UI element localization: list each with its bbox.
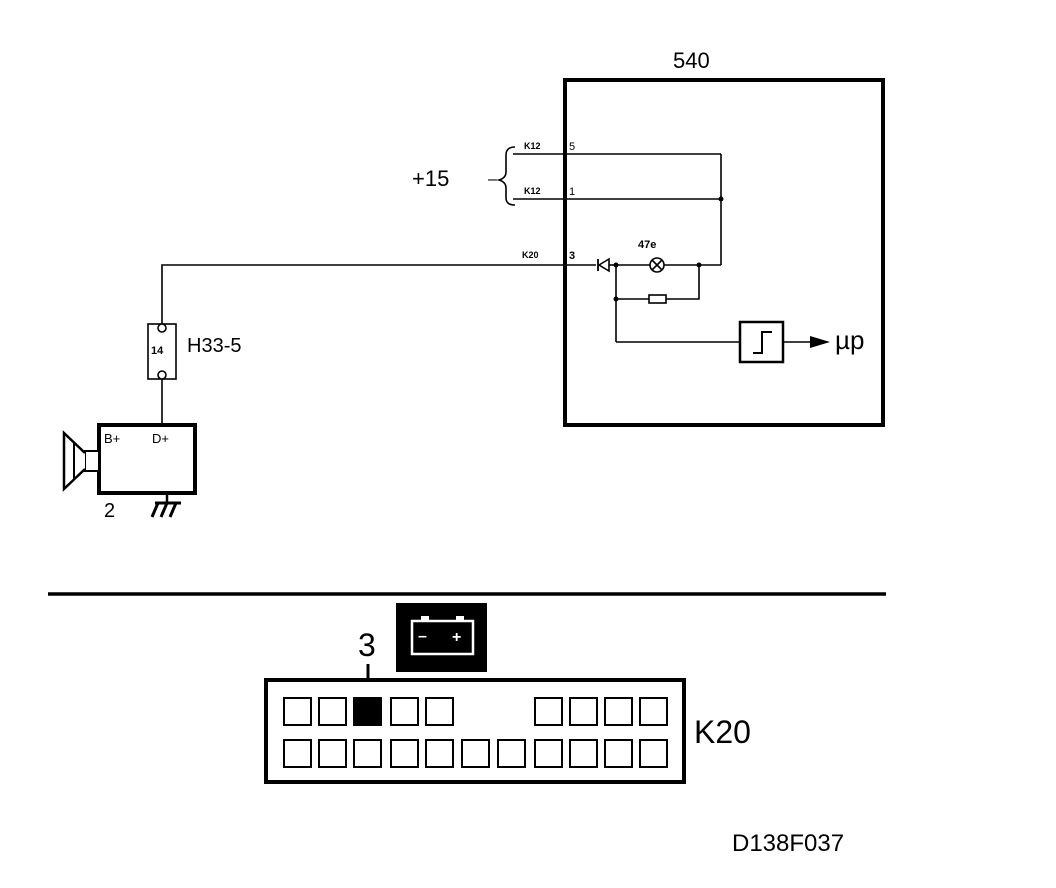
generator-box [97, 423, 197, 495]
connector-cavity [353, 739, 382, 768]
connector-cavity [390, 697, 419, 726]
pin-5-label: 5 [569, 141, 575, 153]
wire-resistor-right [666, 265, 700, 300]
k12-label-b: K12 [524, 186, 541, 196]
connector-cavity [318, 739, 347, 768]
plus15-dash: – [488, 171, 497, 188]
resistor-icon [648, 294, 667, 304]
pulley-icon [62, 430, 100, 492]
connector-cavity [425, 739, 454, 768]
ground-icon [150, 493, 181, 518]
connector-name-label: K20 [694, 714, 751, 750]
connector-cavity [534, 739, 563, 768]
module-540-box [563, 78, 885, 427]
battery-icon: – + [396, 603, 487, 672]
connector-cavity [569, 697, 598, 726]
fuse-icon [147, 323, 177, 380]
connector-cavity [425, 697, 454, 726]
connector-cavity [318, 697, 347, 726]
connector-cavity [604, 697, 633, 726]
diode-icon [597, 257, 610, 273]
fuse-14-label: 14 [151, 345, 164, 357]
gen-bplus-label: B+ [104, 431, 120, 446]
connector-cavity-highlighted [353, 697, 382, 726]
module-540-label: 540 [673, 48, 710, 73]
svg-text:+: + [452, 629, 461, 646]
connector-cavity [390, 739, 419, 768]
arrow-icon [810, 336, 830, 348]
connector-cavity [639, 739, 668, 768]
gen-dplus-label: D+ [152, 431, 169, 446]
connector-cavity [497, 739, 526, 768]
connector-cavity [639, 697, 668, 726]
connector-cavity [569, 739, 598, 768]
mup-label: µp [835, 325, 864, 355]
lamp-47e-label: 47e [638, 239, 656, 251]
plus15-label: +15 [412, 166, 449, 191]
document-code: D138F037 [732, 830, 844, 857]
connector-cavity [283, 697, 312, 726]
connector-cavity [461, 739, 490, 768]
connector-cavity [534, 697, 563, 726]
plus15-brace [496, 146, 516, 206]
connector-bottom-row [283, 739, 668, 768]
k12-label-a: K12 [524, 141, 541, 151]
pin-1-label: 1 [569, 186, 575, 198]
k20-small-label: K20 [522, 250, 539, 260]
generator-number: 2 [104, 500, 115, 522]
lamp-icon [649, 257, 665, 273]
fuse-ref-label: H33-5 [187, 335, 241, 357]
pin-3-small-label: 3 [569, 250, 575, 262]
connector-pin-3-label: 3 [358, 627, 376, 663]
connector-top-row [283, 697, 668, 726]
schmitt-trigger-icon [738, 320, 785, 364]
svg-text:–: – [418, 628, 427, 645]
connector-cavity [283, 739, 312, 768]
wire-k20-3 [161, 264, 596, 328]
junction-dot [718, 196, 724, 202]
connector-cavity [604, 739, 633, 768]
